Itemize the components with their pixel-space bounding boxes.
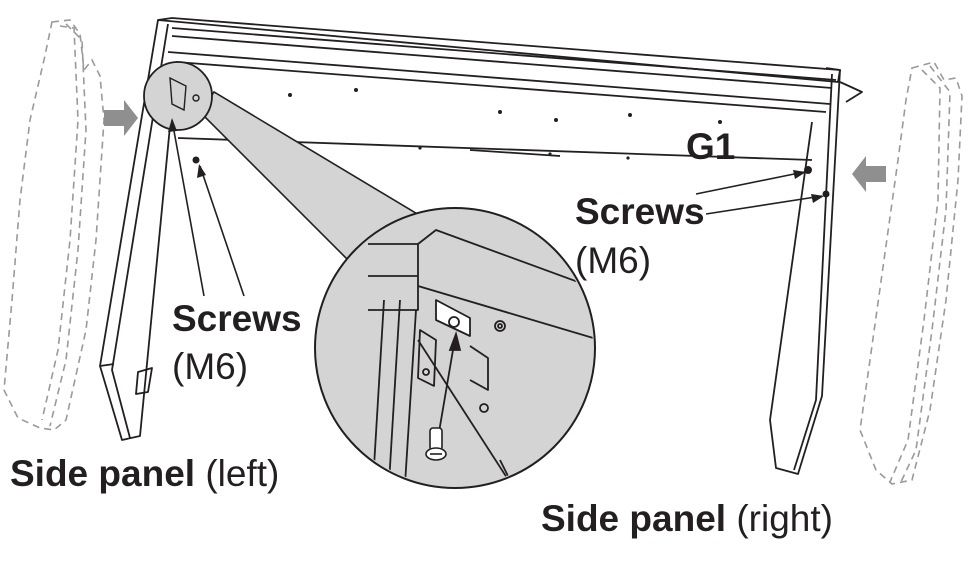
screw-insertion-arrow: [437, 330, 462, 439]
detail-source-parts: [169, 76, 200, 112]
right-leg: [769, 67, 863, 475]
rail-dots: [288, 88, 722, 160]
side-panel-left-ghost: [3, 19, 105, 431]
screws-left-label: Screws: [172, 298, 302, 339]
push-arrow-left-icon: [104, 100, 138, 136]
m6-left-label: (M6): [172, 346, 249, 387]
screw-icon: [425, 427, 447, 461]
screws-right-label: Screws: [575, 191, 705, 232]
side-panel-left-label: Side panel (left): [10, 455, 279, 492]
leader-lines: [171, 119, 823, 297]
push-arrow-right-icon: [852, 156, 886, 192]
magnifier-callout-icon: [314, 207, 596, 489]
side-panel-right-label: Side panel (right): [541, 500, 833, 537]
leader-arrowheads: [168, 118, 824, 203]
left-leg: [99, 19, 177, 441]
part-id-label: G1: [686, 126, 736, 167]
side-panel-right-ghost: [859, 61, 963, 485]
side-panel-right-title: Side panel: [541, 498, 727, 539]
m6-right-label: (M6): [575, 240, 652, 281]
detail-source-circle: [143, 61, 213, 131]
side-panel-left-qualifier: (left): [195, 453, 280, 494]
side-panel-right-qualifier: (right): [726, 498, 833, 539]
side-panel-left-title: Side panel: [10, 453, 196, 494]
